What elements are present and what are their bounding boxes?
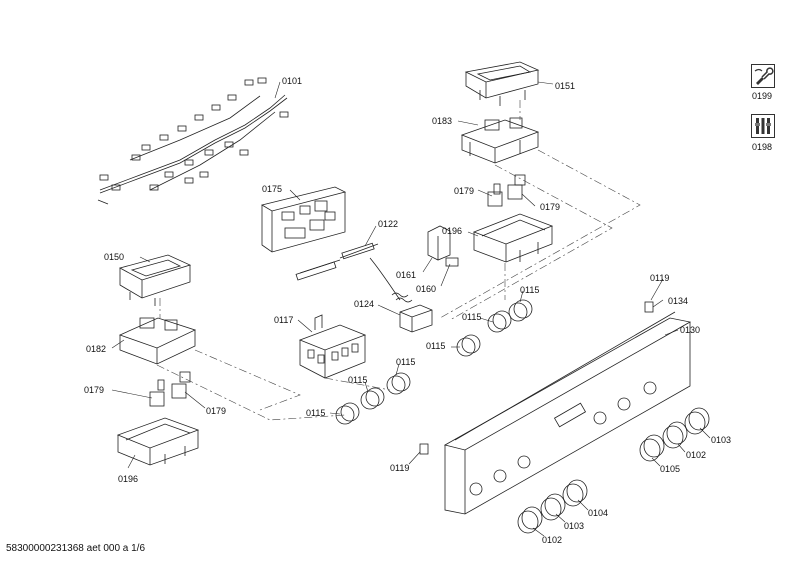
tray-0196-lower (116, 417, 200, 466)
clip-0179-upper (487, 174, 526, 207)
label-0161: 0161 (396, 270, 417, 280)
housing-0150 (118, 254, 192, 306)
wrench-hand-icon (751, 64, 775, 88)
label-0150: 0150 (104, 252, 125, 262)
rotary-switches-0115 (335, 299, 533, 425)
label-0179-c: 0179 (84, 385, 105, 395)
leader-lines (111, 81, 711, 537)
control-panel-0130 (443, 311, 692, 515)
label-0183: 0183 (432, 116, 453, 126)
assembly-guide-lines (156, 100, 641, 421)
assembly-0182 (118, 317, 197, 365)
cable-0122 (295, 242, 379, 281)
label-0199: 0199 (752, 91, 773, 101)
label-0115-d: 0115 (396, 357, 416, 367)
tray-0196-upper (472, 213, 554, 263)
tools-icon (751, 114, 775, 138)
screws-0119 (419, 301, 654, 455)
label-0175: 0175 (262, 184, 283, 194)
label-0103-a: 0103 (711, 435, 732, 445)
label-0115-f: 0115 (306, 408, 326, 418)
label-0115-b: 0115 (462, 312, 482, 322)
label-0134: 0134 (668, 296, 689, 306)
label-0117: 0117 (274, 315, 294, 325)
housing-0151 (464, 61, 540, 106)
label-0119-b: 0119 (390, 463, 410, 473)
switch-block-0117 (298, 314, 367, 379)
wiring-harness (97, 77, 289, 205)
front-knobs (517, 407, 710, 534)
label-0122: 0122 (378, 219, 399, 229)
thermostat-0124 (369, 257, 433, 333)
drawing-reference-number: 58300000231368 aet 000 a 1/6 (6, 543, 146, 554)
label-0103-b: 0103 (564, 521, 585, 531)
label-0151: 0151 (555, 81, 576, 91)
label-0124: 0124 (354, 299, 375, 309)
label-0179-a: 0179 (454, 186, 475, 196)
label-0160: 0160 (416, 284, 437, 294)
label-0101: 0101 (282, 76, 303, 86)
label-0105: 0105 (660, 464, 681, 474)
assembly-0183 (460, 117, 540, 164)
label-0179-b: 0179 (540, 202, 561, 212)
label-0179-d: 0179 (206, 406, 227, 416)
label-0198: 0198 (752, 142, 773, 152)
circuit-board (260, 186, 347, 253)
label-0196-b: 0196 (118, 474, 139, 484)
switch-0161 (427, 225, 459, 267)
label-0115-e: 0115 (348, 375, 368, 385)
clip-0179-lower (149, 371, 191, 407)
label-0196-a: 0196 (442, 226, 463, 236)
label-0130: 0130 (680, 325, 701, 335)
label-0102-b: 0102 (542, 535, 563, 545)
label-0115-a: 0115 (520, 285, 540, 295)
label-0115-c: 0115 (426, 341, 446, 351)
label-0182: 0182 (86, 344, 107, 354)
label-0119-a: 0119 (650, 273, 670, 283)
label-0104: 0104 (588, 508, 609, 518)
label-0102-a: 0102 (686, 450, 707, 460)
